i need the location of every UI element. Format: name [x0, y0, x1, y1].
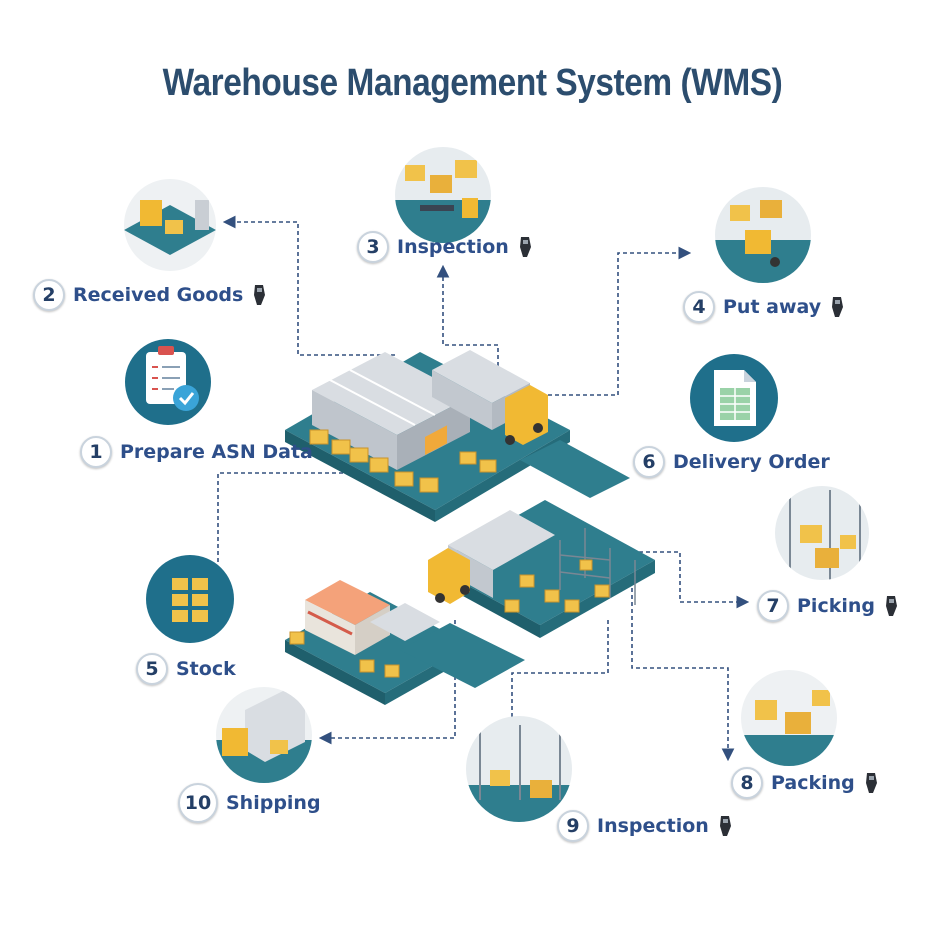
- inspection-illustration: [395, 147, 491, 243]
- step-number: 1: [80, 436, 112, 468]
- warehouse-illustration: [285, 350, 655, 705]
- step-number: 4: [683, 291, 715, 323]
- step-label: Shipping: [226, 792, 321, 814]
- barcode-scanner-icon: [519, 237, 531, 257]
- received-goods-illustration: [124, 179, 216, 271]
- step-5: 5 Stock: [136, 653, 236, 685]
- step-number: 6: [633, 446, 665, 478]
- step-label: Delivery Order: [673, 451, 830, 473]
- page-title: Warehouse Management System (WMS): [162, 62, 783, 104]
- connector-to-put-away: [548, 246, 692, 396]
- barcode-scanner-icon: [832, 297, 844, 317]
- step-1: 1 Prepare ASN Data: [80, 436, 313, 468]
- step-label: Picking: [797, 595, 875, 617]
- step-label: Inspection: [597, 815, 709, 837]
- step-7: 7 Picking: [757, 590, 901, 622]
- step-number: 5: [136, 653, 168, 685]
- barcode-scanner-icon: [885, 596, 897, 616]
- step-number: 8: [731, 767, 763, 799]
- step-3: 3 Inspection: [357, 231, 535, 263]
- step-8: 8 Packing: [731, 767, 881, 799]
- step-number: 9: [557, 810, 589, 842]
- step-10: 10 Shipping: [178, 783, 321, 823]
- inspection-9-illustration: [466, 716, 572, 822]
- step-number: 2: [33, 279, 65, 311]
- step-label: Stock: [176, 658, 236, 680]
- connector-to-inspection-9: [511, 620, 609, 720]
- connector-to-picking: [618, 551, 750, 609]
- barcode-scanner-icon: [865, 773, 877, 793]
- step-number: 3: [357, 231, 389, 263]
- picking-illustration: [775, 486, 869, 580]
- connectors: [217, 215, 750, 762]
- step-4: 4 Put away: [683, 291, 847, 323]
- barcode-scanner-icon: [254, 285, 266, 305]
- shipping-illustration: [216, 687, 312, 783]
- step-label: Put away: [723, 296, 822, 318]
- step-number: 7: [757, 590, 789, 622]
- connector-to-inspection: [436, 264, 499, 380]
- clipboard-check-icon: [125, 339, 211, 425]
- step-9: 9 Inspection: [557, 810, 735, 842]
- illustration-circles: [124, 147, 869, 822]
- put-away-illustration: [715, 187, 811, 283]
- connector-to-shipping: [318, 620, 456, 745]
- packing-illustration: [741, 670, 837, 766]
- step-number: 10: [178, 783, 218, 823]
- stock-boxes-icon: [146, 555, 234, 643]
- barcode-scanner-icon: [719, 816, 731, 836]
- spreadsheet-document-icon: [690, 354, 778, 442]
- connector-to-stock: [217, 472, 350, 565]
- step-label: Received Goods: [73, 284, 244, 306]
- connector-to-received-goods: [222, 215, 395, 356]
- step-label: Inspection: [397, 236, 509, 258]
- step-label: Packing: [771, 772, 855, 794]
- step-label: Prepare ASN Data: [120, 441, 313, 463]
- step-6: 6 Delivery Order: [633, 446, 830, 478]
- step-2: 2 Received Goods: [33, 279, 269, 311]
